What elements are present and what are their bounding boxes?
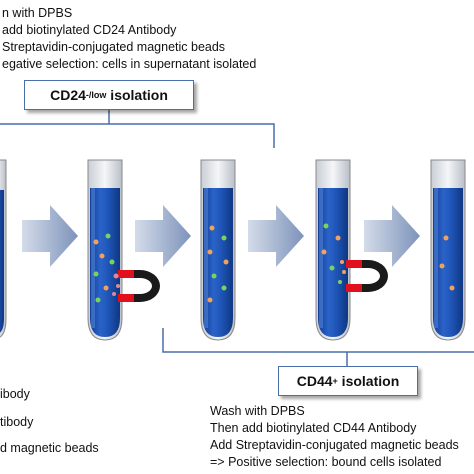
magnet-icon bbox=[118, 270, 160, 302]
arrow-right-icon bbox=[248, 205, 304, 267]
cd44-label-sup: + bbox=[332, 376, 338, 386]
bottom-step-1: Wash with DPBS bbox=[210, 404, 305, 418]
cd24-label-suffix: isolation bbox=[106, 87, 168, 103]
top-step-4: egative selection: cells in supernatant … bbox=[2, 57, 257, 71]
test-tube-icon bbox=[87, 159, 123, 341]
cd44-label-main: CD44 bbox=[296, 373, 333, 389]
cd24-label-main: CD24 bbox=[50, 87, 86, 103]
top-step-3: Streptavidin-conjugated magnetic beads bbox=[2, 40, 226, 54]
cd24-label-sup: -/low bbox=[85, 90, 107, 100]
cd44-isolation-label: CD44+ isolation bbox=[278, 366, 418, 396]
magnet-icon bbox=[346, 260, 388, 292]
test-tube-icon bbox=[0, 159, 7, 338]
cd44-bracket bbox=[162, 328, 474, 366]
bead-icon bbox=[93, 223, 455, 303]
bottom-step-3: Add Streptavidin-conjugated magnetic bea… bbox=[210, 438, 459, 452]
cd44-label-suffix: isolation bbox=[337, 373, 400, 389]
left-step-3: d magnetic beads bbox=[0, 441, 99, 455]
left-step-2: tibody bbox=[0, 415, 34, 429]
test-tube-icon bbox=[315, 159, 351, 341]
top-step-2: add biotinylated CD24 Antibody bbox=[2, 23, 177, 37]
cd24-bracket bbox=[0, 108, 275, 148]
arrow-right-icon bbox=[22, 205, 78, 267]
test-tube-icon bbox=[200, 159, 236, 341]
bottom-step-4: => Positive selection: bound cells isola… bbox=[210, 455, 442, 469]
cd24-isolation-label: CD24-/low isolation bbox=[24, 80, 194, 110]
arrow-right-icon bbox=[135, 205, 191, 267]
arrow-right-icon bbox=[364, 205, 420, 267]
bottom-step-2: Then add biotinylated CD44 Antibody bbox=[210, 421, 417, 435]
test-tube-icon bbox=[430, 159, 466, 341]
left-step-1: ibody bbox=[0, 387, 30, 401]
top-step-1: n with DPBS bbox=[2, 6, 73, 20]
